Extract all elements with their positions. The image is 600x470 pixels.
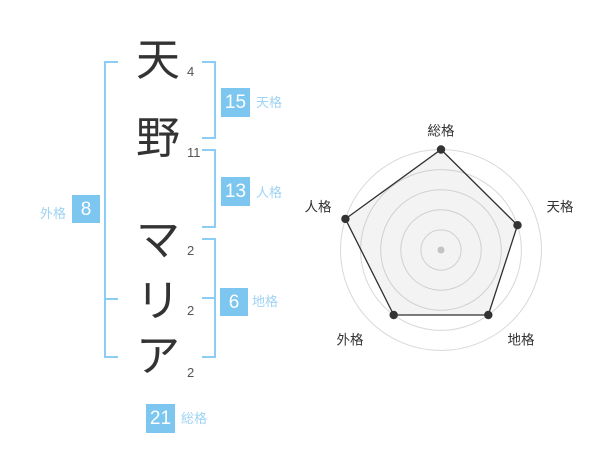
- jinkaku-bracket-line: [214, 149, 216, 228]
- name-char-2: 野: [136, 114, 180, 163]
- jinkaku-bracket-tick-top: [202, 149, 216, 151]
- jinkaku-bracket-tick-bottom: [202, 226, 216, 228]
- chikaku-value-badge: 6: [220, 288, 248, 316]
- tenkaku-bracket-tick-bottom: [202, 137, 216, 139]
- radar-axis-label: 地格: [508, 333, 536, 348]
- tenkaku-value-badge: 15: [221, 88, 250, 117]
- stroke-count-2: 11: [187, 145, 201, 160]
- radar-data-point: [436, 145, 446, 154]
- radar-data-point: [341, 214, 350, 224]
- name-char-5: ア: [136, 332, 180, 381]
- tenkaku-bracket-tick-top: [202, 61, 216, 63]
- tenkaku-label: 天格: [256, 95, 283, 110]
- chikaku-bracket-tick-bottom: [202, 356, 216, 358]
- gaikaku-bracket-tick-middle: [104, 298, 118, 300]
- radar-data-point: [513, 221, 522, 230]
- radar-center-dot: [437, 246, 445, 254]
- chikaku-bracket-tick-middle: [202, 297, 216, 299]
- gaikaku-label: 外格: [39, 206, 66, 221]
- tenkaku-bracket-line: [214, 61, 216, 139]
- stroke-count-5: 2: [187, 365, 195, 380]
- radar-data-point: [389, 310, 398, 320]
- gaikaku-bracket-tick-bottom: [104, 356, 118, 358]
- jinkaku-label: 人格: [256, 185, 283, 200]
- stroke-count-3: 2: [187, 243, 195, 258]
- radar-data-polygon: [344, 148, 519, 316]
- chikaku-bracket-tick-top: [202, 238, 216, 240]
- gaikaku-value-badge: 8: [72, 195, 100, 223]
- chikaku-label: 地格: [252, 294, 279, 309]
- name-char-1: 天: [136, 36, 180, 85]
- radar-grid-ring: [420, 229, 462, 271]
- soukaku-value-badge: 21: [146, 404, 175, 433]
- stroke-count-1: 4: [187, 64, 195, 79]
- radar-grid-ring: [400, 209, 482, 291]
- gaikaku-bracket-line: [104, 61, 106, 358]
- radar-axis-label: 人格: [305, 200, 332, 215]
- radar-grid-ring: [380, 189, 502, 311]
- radar-axis-label: 天格: [547, 200, 575, 215]
- name-char-3: マ: [136, 216, 180, 265]
- jinkaku-value-badge: 13: [221, 177, 250, 206]
- gaikaku-bracket-tick-top: [104, 61, 118, 63]
- radar-axis-label: 外格: [337, 333, 364, 348]
- radar-axis-label: 総格: [428, 124, 455, 139]
- stroke-count-4: 2: [187, 303, 195, 318]
- name-char-4: リ: [136, 277, 180, 326]
- soukaku-label: 総格: [181, 411, 208, 426]
- radar-data-point: [484, 310, 493, 320]
